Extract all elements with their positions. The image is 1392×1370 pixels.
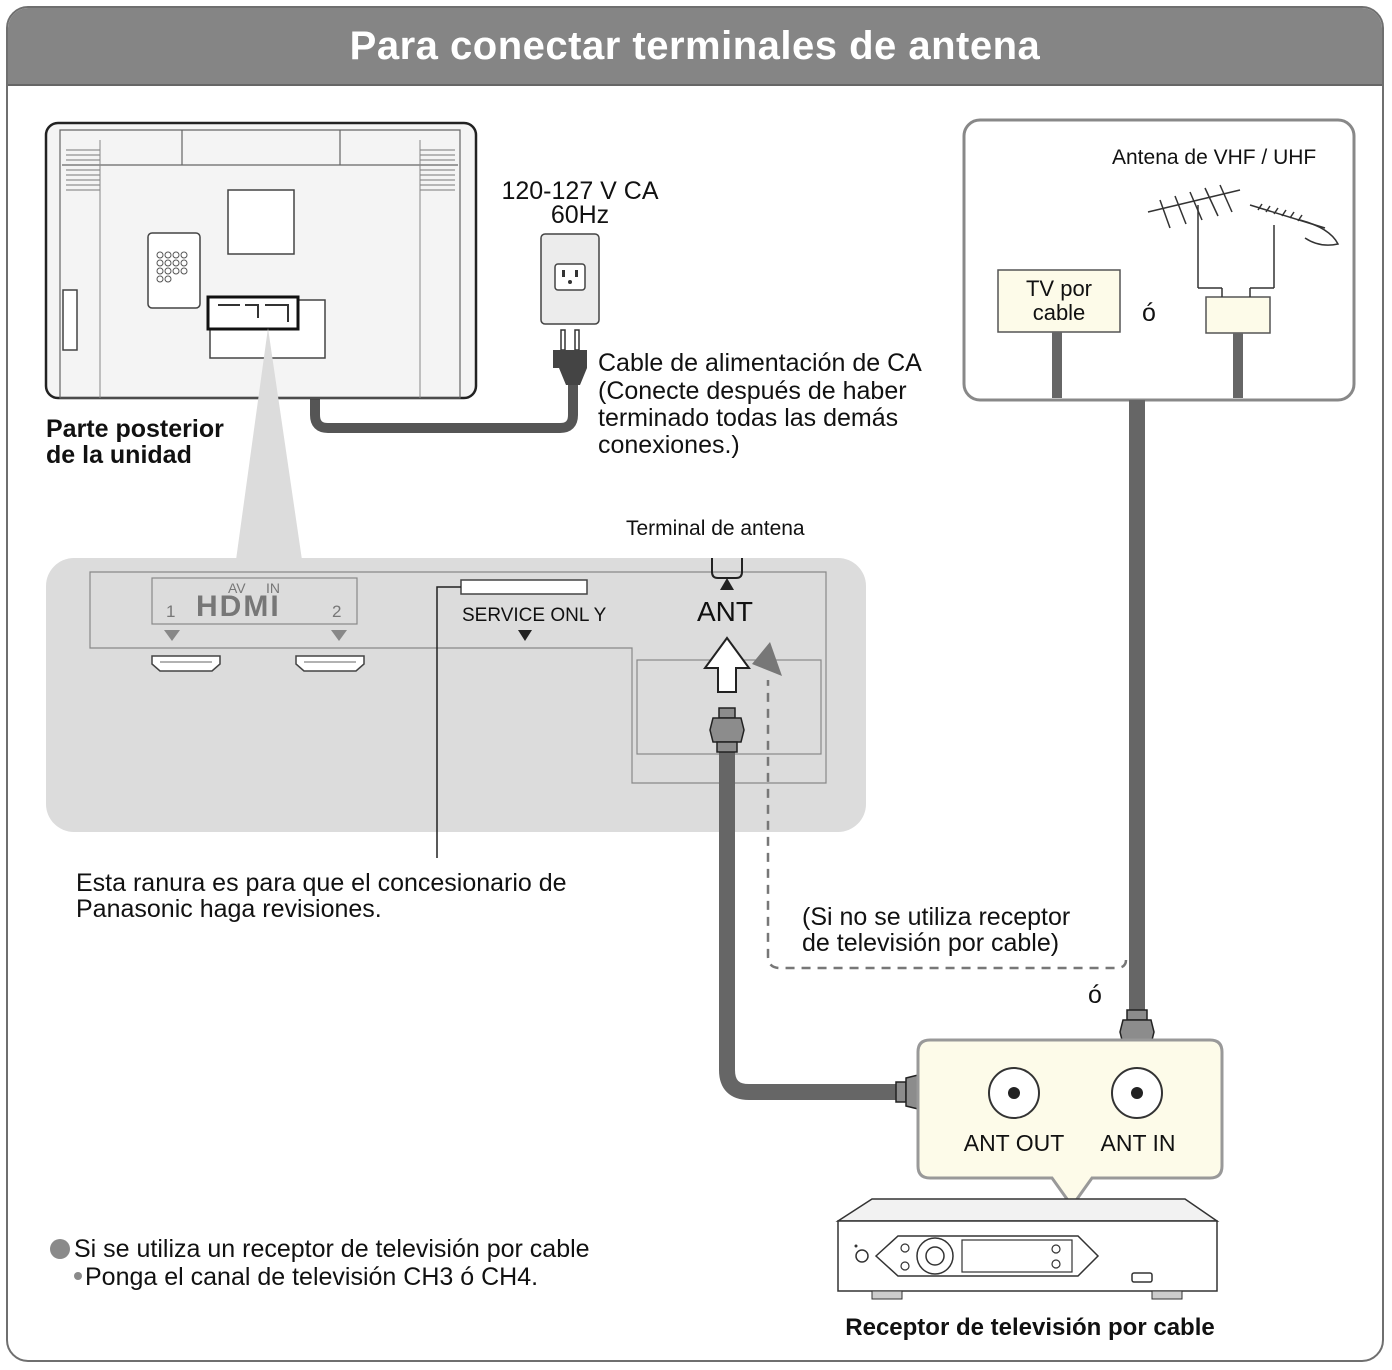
note-bullet-icon — [50, 1239, 70, 1259]
page-frame: Para conectar terminales de antena — [6, 6, 1384, 1362]
ant-label: ANT — [697, 596, 753, 627]
bypass-arrowhead — [752, 642, 782, 676]
wall-outlet — [540, 233, 600, 325]
note-sub-text: Ponga el canal de televisión CH3 ó CH4. — [85, 1263, 539, 1291]
note-main-text: Si se utiliza un receptor de televisión … — [74, 1235, 590, 1263]
service-slot — [460, 579, 588, 595]
f-connector-tv — [709, 707, 745, 753]
ant-out-jack — [988, 1067, 1040, 1119]
tv-back-illustration — [44, 121, 478, 400]
terminal-panel — [46, 558, 866, 832]
outlet-frequency: 60Hz — [550, 201, 610, 229]
hdmi-port-1-connector — [151, 655, 221, 672]
power-cable-label-line1: Cable de alimentación de CA — [598, 349, 922, 377]
antenna-label: Antena de VHF / UHF — [1112, 146, 1317, 169]
antenna-terminal-label: Terminal de antena — [626, 517, 805, 540]
outlet-voltage: 120-127 V CA — [501, 177, 659, 205]
receiver-caption: Receptor de televisión por cable — [845, 1314, 1215, 1341]
power-cable-label-line4: conexiones.) — [598, 431, 740, 459]
bypass-dashed-path — [766, 680, 1128, 970]
antenna-or-label: ó — [1142, 299, 1156, 327]
hdmi-port-2-label: 2 — [332, 602, 342, 621]
vhf-uhf-antenna-icon — [1147, 184, 1340, 297]
power-plug — [553, 329, 587, 385]
hdmi-logo: HDMI — [196, 590, 281, 623]
power-cable-label-line3: terminado todas las demás — [598, 404, 899, 432]
bypass-note-line1: (Si no se utiliza receptor — [802, 903, 1071, 931]
cable-tv-label-line1: TV por — [1025, 276, 1093, 301]
bypass-note-line2: de televisión por cable) — [802, 929, 1060, 957]
note-sub-bullet-icon — [74, 1272, 82, 1280]
ant-in-label: ANT IN — [1100, 1130, 1176, 1156]
ant-in-jack — [1111, 1067, 1163, 1119]
service-only-label: SERVICE ONL Y — [462, 605, 607, 626]
service-note-line2: Panasonic haga revisiones. — [76, 895, 382, 923]
antenna-box — [962, 118, 1356, 402]
or-label: ó — [1088, 981, 1102, 1009]
ant-up-arrow — [703, 636, 751, 693]
antenna-adapter-box — [1205, 296, 1271, 334]
panel-callout-wedge — [236, 328, 302, 560]
cable-tv-label-line2: cable — [1032, 300, 1086, 325]
note-main: Si se utiliza un receptor de televisión … — [50, 1236, 590, 1263]
cable-receiver-illustration — [835, 1198, 1220, 1300]
ant-out-label: ANT OUT — [963, 1130, 1065, 1156]
power-cable — [310, 315, 578, 433]
cable-tv-source-box — [997, 269, 1121, 333]
hdmi-port-1-label: 1 — [166, 602, 176, 621]
in-label: IN — [266, 580, 280, 596]
service-leader-line — [436, 586, 461, 858]
power-cable-label-line2: (Conecte después de haber — [598, 377, 907, 405]
hdmi-port-2-connector — [295, 655, 365, 672]
title-banner: Para conectar terminales de antena — [8, 8, 1382, 86]
page-title: Para conectar terminales de antena — [349, 24, 1041, 68]
note-sub: Ponga el canal de televisión CH3 ó CH4. — [74, 1264, 538, 1291]
receiver-callout — [916, 1038, 1224, 1209]
receiver-to-tv-cable — [719, 750, 900, 1100]
service-note-line1: Esta ranura es para que el concesionario… — [76, 869, 567, 897]
tv-back-caption-line2: de la unidad — [46, 441, 192, 469]
tv-back-caption-line1: Parte posterior — [46, 415, 224, 443]
av-label: AV — [228, 580, 246, 596]
